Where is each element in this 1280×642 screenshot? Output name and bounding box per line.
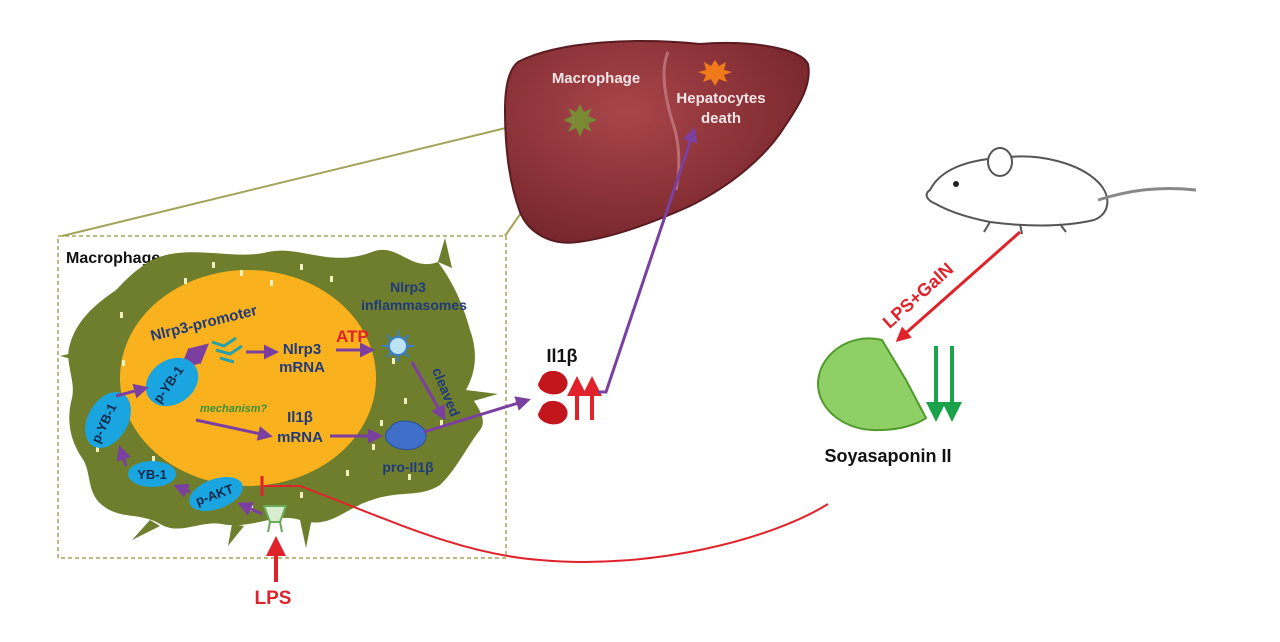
- soyasaponin-inhibition-line: [264, 485, 829, 563]
- pakt-to-yb1-arrow: [173, 483, 191, 498]
- yb1: [128, 461, 176, 487]
- zoom-line-upper: [61, 115, 556, 237]
- pyb1-nuclear-import-arrow: [115, 383, 149, 399]
- pro-il1b-export-arrow: [423, 396, 531, 434]
- nlrp3-mrna-label-line1: Nlrp3: [283, 341, 321, 358]
- p-akt: [189, 476, 243, 512]
- il1b-mrna-label-line1: Il1β: [287, 409, 313, 426]
- yb1-label: YB-1: [137, 467, 167, 482]
- nlrp3-mrna-label-line2: mRNA: [279, 359, 325, 376]
- lps-galn-arrow: [895, 230, 1021, 342]
- atp-label: ATP: [336, 327, 369, 346]
- inflammasome-label-line1: Nlrp3: [390, 279, 426, 295]
- promoter-icon: [211, 336, 243, 364]
- nucleus: [120, 270, 376, 486]
- mechanism-label: mechanism?: [200, 403, 268, 415]
- liver-macrophage-label: Macrophage: [552, 70, 640, 87]
- mouse-illustration: [925, 147, 1197, 235]
- il1b-blob-top: [538, 370, 568, 395]
- il1b-blob-bottom: [538, 400, 568, 425]
- tlr4-receptor-icon: [262, 505, 288, 533]
- pyb1-to-il1b-mrna-arrow: [195, 418, 273, 441]
- pro-il1b-blob: [385, 420, 427, 451]
- macrophage-zoom-box: [57, 235, 507, 559]
- hepatocyte-death-star: [698, 60, 732, 86]
- p-yb1-cyto: [85, 392, 131, 448]
- hepatocytes-label-line2: death: [701, 110, 741, 127]
- p-yb1-nuclear: [145, 357, 199, 407]
- pro-il1b-label: pro-Il1β: [382, 459, 434, 475]
- yb1-phosphorylation-arrow: [116, 445, 131, 467]
- lps-label: LPS: [255, 588, 292, 609]
- inflammasome-icon: [382, 330, 414, 362]
- inflammasome-label-line2: inflammasomes: [361, 297, 467, 313]
- il1b-label: Il1β: [547, 346, 578, 366]
- hepatocytes-label-line1: Hepatocytes: [676, 90, 765, 107]
- inflammasome-cleavage-arrow: [410, 361, 446, 421]
- receptor-to-pakt-arrow: [237, 502, 263, 516]
- liver: [503, 40, 810, 244]
- soyasaponin-shape: [816, 337, 928, 432]
- macrophage-box-title: Macrophage: [66, 250, 160, 267]
- cytoplasm-dots: [96, 262, 443, 511]
- soyasaponin-label: Soyasaponin II: [824, 446, 951, 466]
- il1b-to-hepatocyte-arrow: [598, 127, 698, 394]
- liver-macrophage-star: [563, 104, 597, 137]
- il1b-mrna-label-line2: mRNA: [277, 429, 323, 446]
